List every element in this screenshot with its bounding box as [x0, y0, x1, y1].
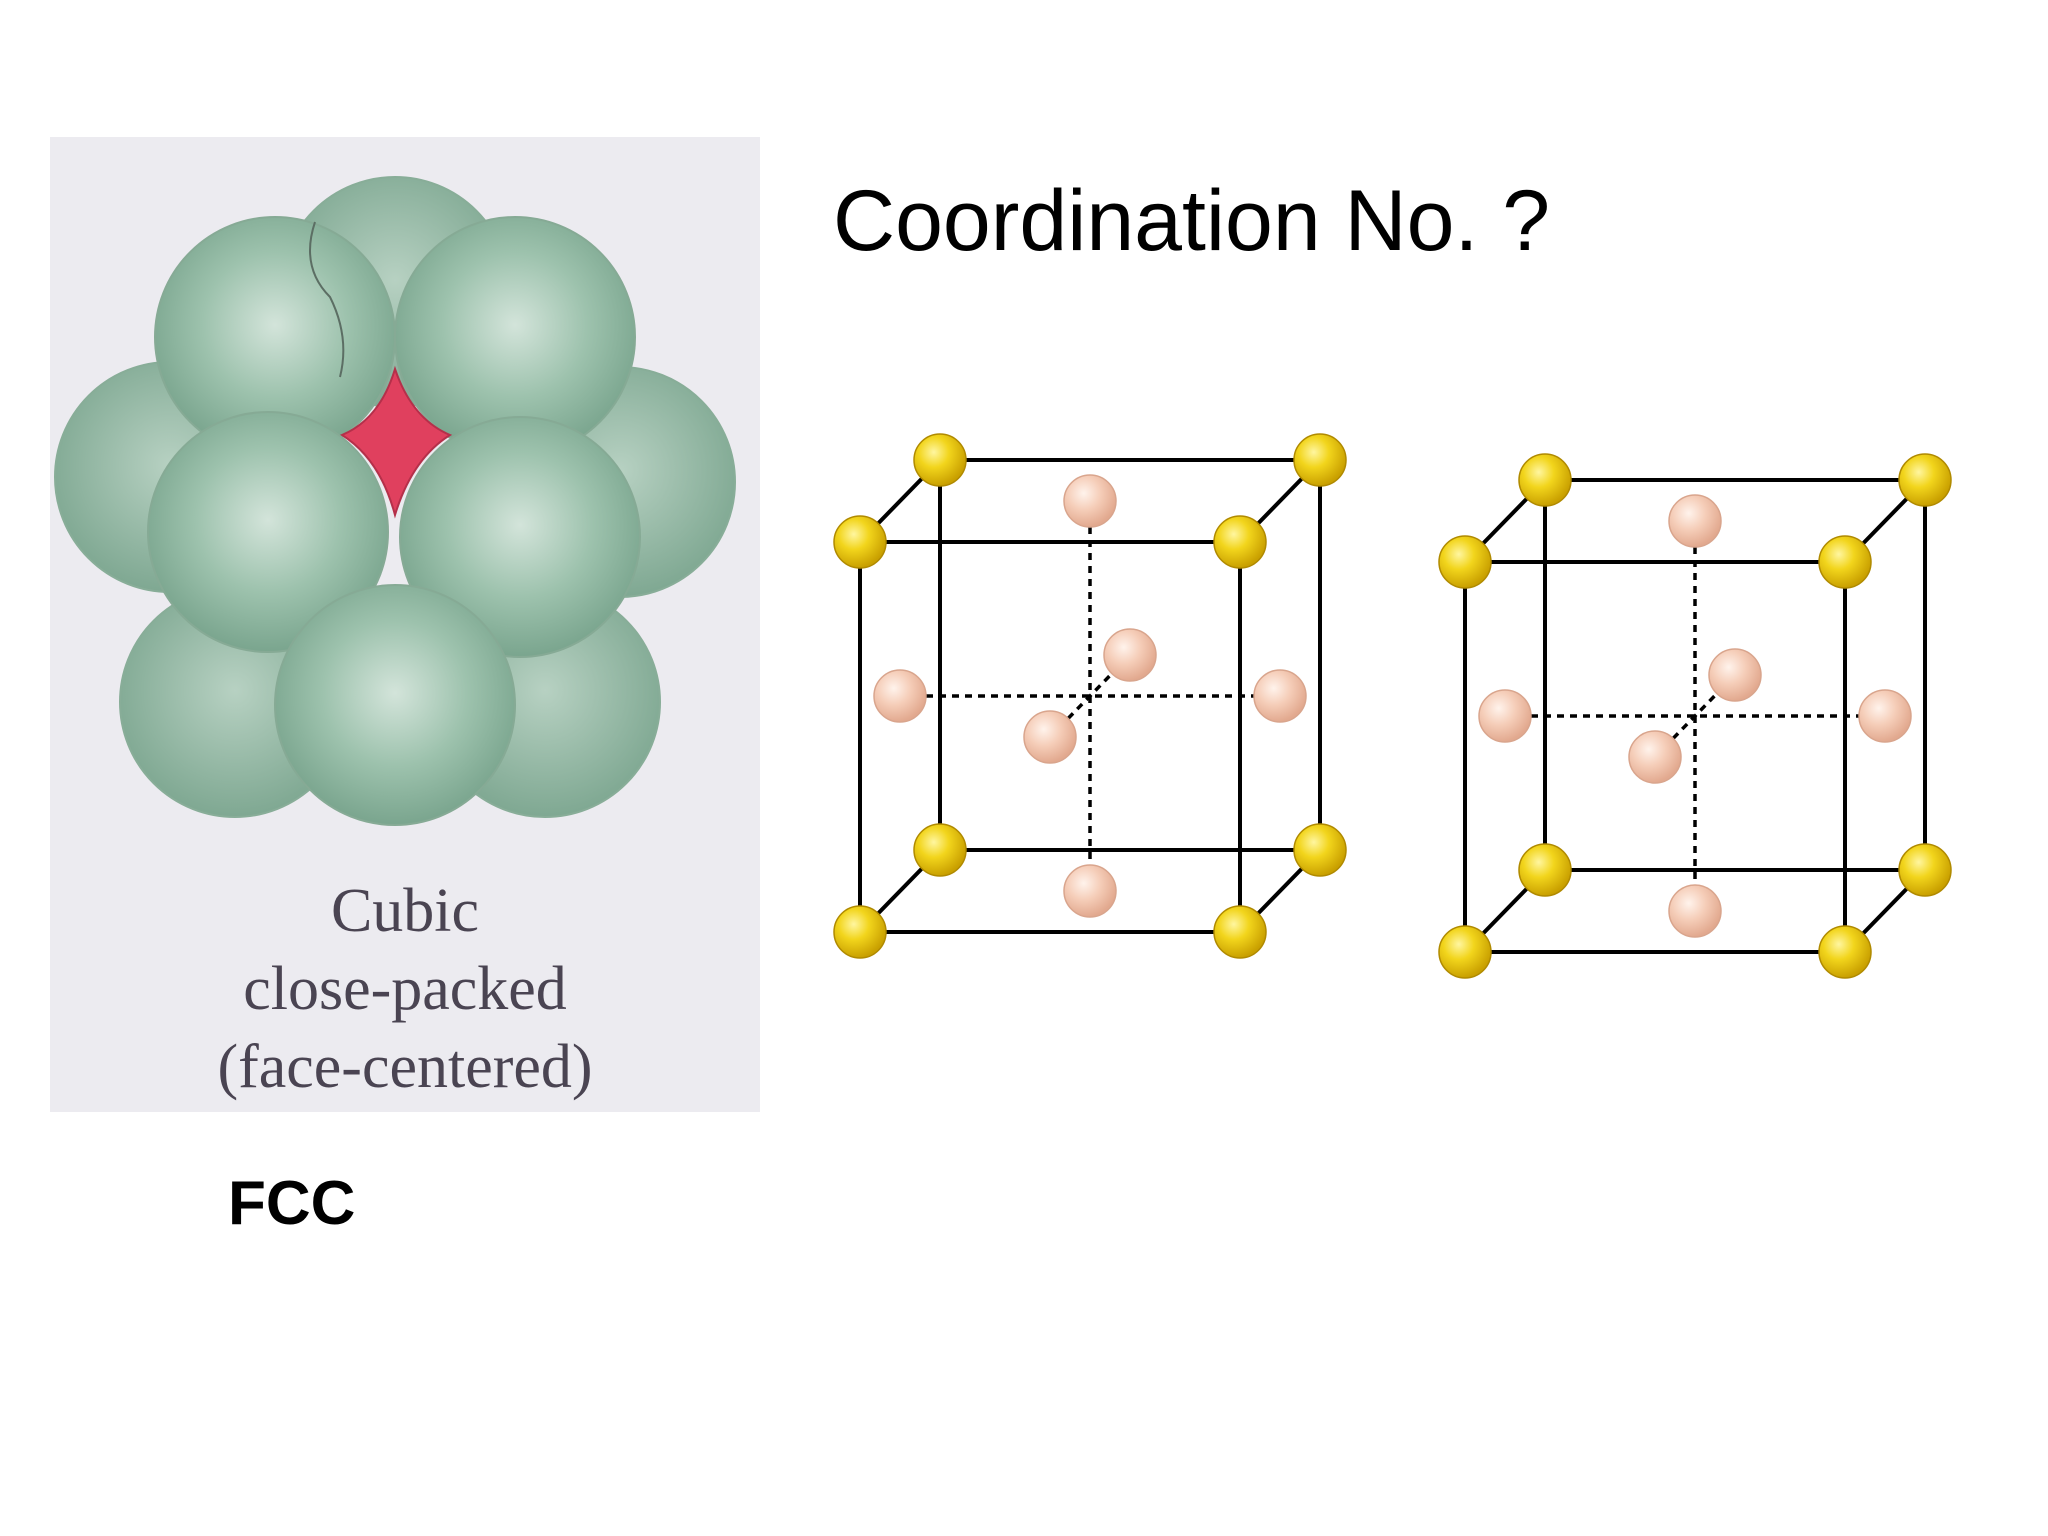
face-center-atom — [1858, 689, 1912, 743]
panel-caption: Cubic close-packed (face-centered) — [50, 872, 760, 1106]
corner-atom — [833, 515, 887, 569]
face-center-atom — [1063, 474, 1117, 528]
face-center-atom — [1668, 494, 1722, 548]
corner-atom — [1518, 843, 1572, 897]
face-center-atom — [1063, 864, 1117, 918]
fcc-unit-cell — [1438, 453, 1952, 979]
sphere — [147, 411, 389, 653]
caption-line: close-packed — [243, 955, 567, 1023]
sphere — [399, 416, 641, 658]
corner-atom — [1213, 515, 1267, 569]
corner-atom — [833, 905, 887, 959]
face-center-atom — [1103, 628, 1157, 682]
caption-line: Cubic — [330, 877, 480, 945]
sphere — [274, 584, 516, 826]
corner-atom — [1213, 905, 1267, 959]
corner-atom — [1438, 535, 1492, 589]
corner-atom — [1898, 843, 1952, 897]
structure-label: FCC — [228, 1169, 356, 1238]
caption-line: (face-centered) — [217, 1033, 593, 1101]
corner-atom — [913, 823, 967, 877]
face-center-atom — [1253, 669, 1307, 723]
slide-title: Coordination No. ? — [833, 173, 1551, 269]
face-center-atom — [1628, 730, 1682, 784]
face-center-atom — [873, 669, 927, 723]
packed-spheres-illustration — [54, 176, 736, 826]
corner-atom — [1518, 453, 1572, 507]
corner-atom — [1438, 925, 1492, 979]
face-center-atom — [1708, 648, 1762, 702]
cubic-close-packed-figure: Cubic close-packed (face-centered) — [50, 137, 760, 1112]
face-center-atom — [1023, 710, 1077, 764]
corner-atom — [913, 433, 967, 487]
crack-line — [309, 221, 345, 378]
fcc-unit-cell — [833, 433, 1347, 959]
corner-atom — [1898, 453, 1952, 507]
tetrahedral-void — [339, 365, 453, 519]
corner-atom — [1818, 925, 1872, 979]
face-center-atom — [1478, 689, 1532, 743]
corner-atom — [1293, 433, 1347, 487]
corner-atom — [1818, 535, 1872, 589]
corner-atom — [1293, 823, 1347, 877]
face-center-atom — [1668, 884, 1722, 938]
